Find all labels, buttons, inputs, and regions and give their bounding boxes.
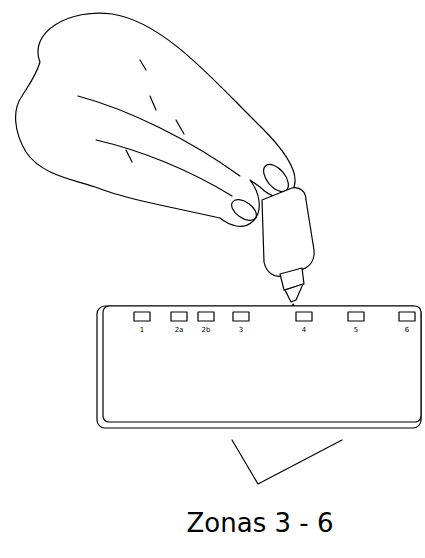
test-strip-outer: [97, 306, 421, 428]
bracket: [232, 440, 342, 484]
pad-number: 1: [140, 327, 144, 334]
pad-number: 5: [354, 327, 358, 334]
hand: [16, 13, 295, 226]
dropper-bottle: [262, 188, 314, 277]
reagent-pad: [296, 312, 312, 321]
pad-number: 4: [302, 327, 306, 334]
pad-number: 6: [405, 327, 409, 334]
reagent-pad: [399, 312, 415, 321]
dropper-tip: [285, 284, 303, 302]
pad-number: 2a: [175, 327, 184, 334]
reagent-pad: [171, 312, 187, 321]
reagent-pad: [134, 312, 150, 321]
pad-number: 2b: [202, 327, 211, 334]
reagent-pad: [233, 312, 249, 321]
fingernail: [228, 195, 260, 224]
reagent-pad: [198, 312, 214, 321]
finger-crease: [78, 60, 240, 196]
zone-caption: Zonas 3 - 6: [187, 510, 334, 536]
test-strip-inner: [103, 306, 421, 422]
pad-number: 3: [239, 327, 243, 334]
reagent-pad: [348, 312, 364, 321]
